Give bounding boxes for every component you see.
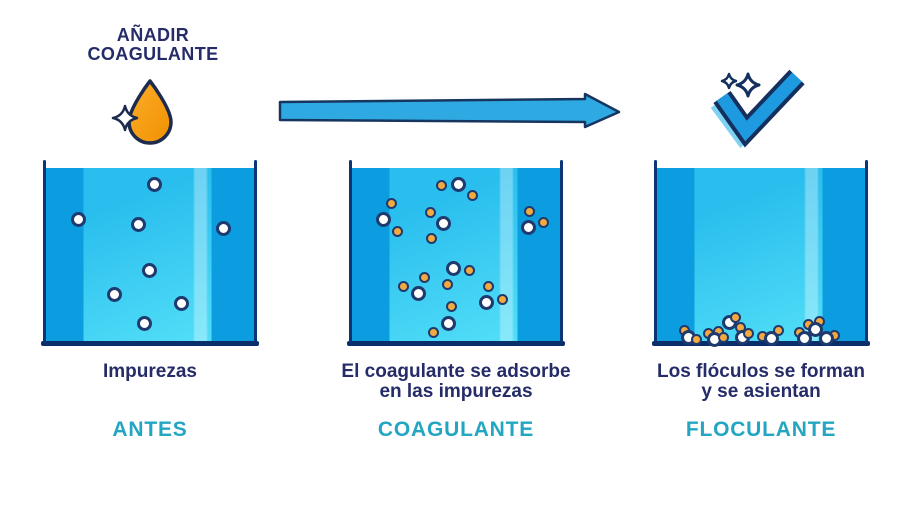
- impurity-particle: [440, 315, 456, 331]
- stage-label-floculante: FLOCULANTE: [685, 418, 837, 441]
- impurity-particle: [375, 211, 391, 227]
- coagulant-particle: [397, 280, 409, 292]
- impurity-particle: [435, 215, 451, 231]
- stage-label-antes: ANTES: [112, 418, 188, 441]
- coagulant-particle: [466, 189, 478, 201]
- impurity-particle: [141, 262, 157, 278]
- coagulant-particle: [424, 206, 436, 218]
- impurity-particle: [130, 216, 146, 232]
- stage-caption: Los flóculos se forman y se asientan: [657, 361, 865, 402]
- impurity-particle: [173, 295, 189, 311]
- water: [352, 168, 560, 342]
- impurity-particle: [215, 220, 231, 236]
- impurity-particle: [146, 176, 162, 192]
- coagulant-particle: [537, 216, 549, 228]
- impurity-particle: [136, 315, 152, 331]
- sparkle-small-icon: [720, 72, 738, 90]
- stage-column-floculante: Los flóculos se forman y se asientan FLO…: [629, 362, 893, 452]
- impurity-particle: [796, 330, 812, 346]
- beaker-bottom: [652, 341, 870, 346]
- impurity-particle: [70, 211, 86, 227]
- header-title-line2: COAGULANTE: [87, 44, 219, 64]
- coagulant-particle: [717, 331, 729, 343]
- coagulant-particle: [418, 271, 430, 283]
- beaker-bottom: [41, 341, 259, 346]
- water: [657, 168, 865, 342]
- coagulant-particle: [496, 293, 508, 305]
- coagulant-particle: [385, 197, 397, 209]
- stage-label-coagulante: COAGULANTE: [377, 418, 535, 441]
- sparkle-large-icon: [735, 72, 761, 98]
- process-arrow-icon: [278, 92, 623, 138]
- beaker-wall-right: [560, 160, 563, 343]
- beaker-wall-left: [349, 160, 352, 343]
- stage-column-antes: Impurezas ANTES: [18, 362, 282, 452]
- coagulant-particle: [523, 205, 535, 217]
- impurity-particle: [450, 176, 466, 192]
- check-icon: [702, 62, 814, 152]
- stage-column-coagulante: El coagulante se adsorbe en las impureza…: [324, 362, 588, 452]
- header-title-line1: AÑADIR: [116, 25, 190, 45]
- beaker-wall-right: [254, 160, 257, 343]
- coagulant-particle: [742, 327, 754, 339]
- coagulant-particle: [427, 326, 439, 338]
- beaker-wall-left: [43, 160, 46, 343]
- coagulant-droplet-icon: [110, 78, 186, 148]
- impurity-particle: [445, 260, 461, 276]
- beaker-coagulante: [347, 160, 565, 346]
- coagulant-particle: [445, 300, 457, 312]
- header-title: AÑADIR COAGULANTE: [58, 26, 248, 64]
- beaker-wall-right: [865, 160, 868, 343]
- impurity-particle: [410, 285, 426, 301]
- coagulant-particle: [463, 264, 475, 276]
- particles-layer: [654, 160, 868, 347]
- coagulant-particle: [441, 278, 453, 290]
- impurity-particle: [478, 294, 494, 310]
- impurity-particle: [520, 219, 536, 235]
- stage-caption: El coagulante se adsorbe en las impureza…: [341, 361, 571, 402]
- stage-caption: Impurezas: [103, 361, 197, 382]
- impurity-particle: [763, 330, 779, 346]
- coagulant-particle: [482, 280, 494, 292]
- coagulant-particle: [435, 179, 447, 191]
- particles-layer: [349, 160, 563, 346]
- coagulant-particle: [425, 232, 437, 244]
- impurity-particle: [807, 321, 823, 337]
- impurity-particle: [818, 330, 834, 346]
- sparkle-icon: [111, 104, 139, 132]
- beaker-antes: [41, 160, 259, 346]
- water: [46, 168, 254, 342]
- beaker-bottom: [347, 341, 565, 346]
- beaker-wall-left: [654, 160, 657, 343]
- coagulant-particle: [729, 311, 741, 323]
- coagulant-particle: [391, 225, 403, 237]
- particles-layer: [43, 160, 257, 346]
- beaker-floculante: [652, 160, 870, 347]
- impurity-particle: [106, 286, 122, 302]
- coagulant-particle: [690, 333, 702, 345]
